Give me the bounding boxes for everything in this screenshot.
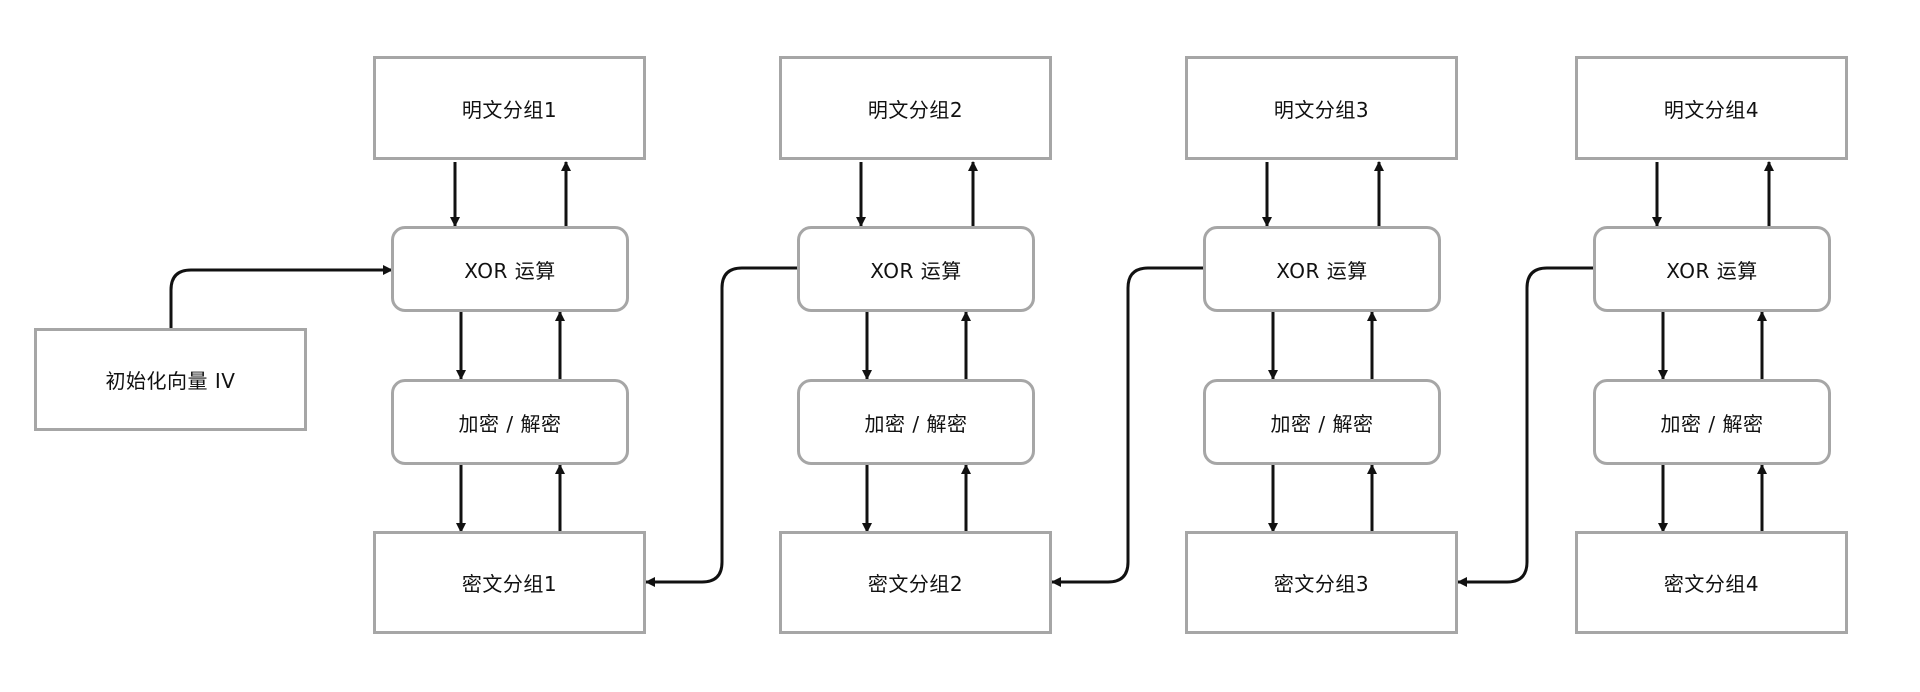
crypt-box-3: 加密 / 解密 (1203, 379, 1441, 465)
xor-4-to-ciphertext-3-arrow (1457, 266, 1594, 587)
plaintext-block-4-label: 明文分组4 (1663, 97, 1760, 122)
crypt-box-2-label: 加密 / 解密 (864, 411, 968, 436)
iv-box: 初始化向量 IV (34, 328, 307, 431)
crypt-box-4-label: 加密 / 解密 (1660, 411, 1764, 436)
plaintext-block-1-label: 明文分组1 (461, 97, 558, 122)
xor-box-3-label: XOR 运算 (1276, 258, 1368, 283)
xor-box-1-label: XOR 运算 (464, 258, 556, 283)
xor-2-to-ciphertext-1-arrow (645, 266, 798, 587)
xor-box-2-label: XOR 运算 (870, 258, 962, 283)
ciphertext-block-3: 密文分组3 (1185, 531, 1458, 634)
crypt-box-4: 加密 / 解密 (1593, 379, 1831, 465)
xor-box-4-label: XOR 运算 (1666, 258, 1758, 283)
crypt-box-1: 加密 / 解密 (391, 379, 629, 465)
xor-box-1: XOR 运算 (391, 226, 629, 312)
xor-box-3: XOR 运算 (1203, 226, 1441, 312)
ciphertext-block-3-label: 密文分组3 (1273, 572, 1370, 596)
ciphertext-block-2-label: 密文分组2 (867, 572, 964, 596)
crypt-box-2: 加密 / 解密 (797, 379, 1035, 465)
iv-label: 初始化向量 IV (105, 369, 236, 393)
plaintext-block-3-label: 明文分组3 (1273, 97, 1370, 122)
plaintext-block-2: 明文分组2 (779, 56, 1052, 160)
crypt-box-1-label: 加密 / 解密 (458, 411, 562, 436)
plaintext-block-1: 明文分组1 (373, 56, 646, 160)
xor-box-4: XOR 运算 (1593, 226, 1831, 312)
ciphertext-block-2: 密文分组2 (779, 531, 1052, 634)
iv-to-xor-1-arrow (169, 265, 393, 331)
ciphertext-block-4-label: 密文分组4 (1663, 572, 1760, 596)
plaintext-block-2-label: 明文分组2 (867, 97, 964, 122)
xor-3-to-ciphertext-2-arrow (1051, 266, 1204, 587)
crypt-box-3-label: 加密 / 解密 (1270, 411, 1374, 436)
plaintext-block-4: 明文分组4 (1575, 56, 1848, 160)
ciphertext-block-1-label: 密文分组1 (461, 572, 558, 596)
ciphertext-block-1: 密文分组1 (373, 531, 646, 634)
plaintext-block-3: 明文分组3 (1185, 56, 1458, 160)
xor-box-2: XOR 运算 (797, 226, 1035, 312)
ciphertext-block-4: 密文分组4 (1575, 531, 1848, 634)
